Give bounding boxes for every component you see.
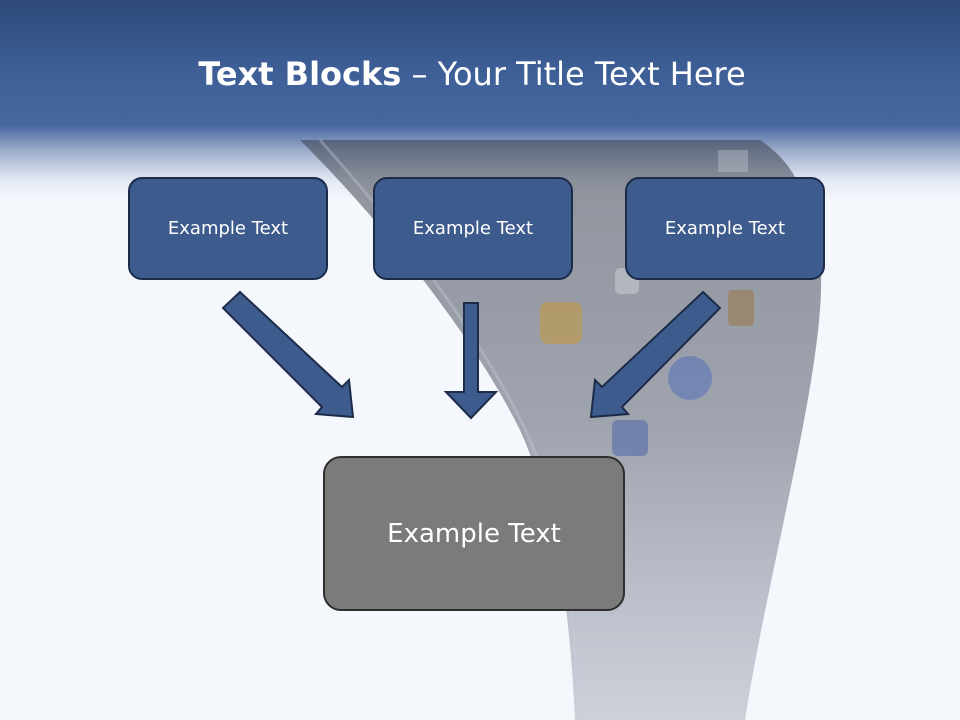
arrow-left-diagonal [221, 290, 355, 419]
result-block-label: Example Text [387, 518, 561, 549]
text-block-3: Example Text [625, 177, 825, 280]
arrow-right-diagonal [589, 290, 722, 419]
text-block-1-label: Example Text [167, 218, 289, 239]
title-rest: Your Title Text Here [437, 55, 746, 93]
text-block-2: Example Text [373, 177, 573, 280]
title-bold-part: Text Blocks [198, 55, 402, 93]
title-separator: – [401, 55, 438, 93]
arrow-center-down [443, 302, 499, 420]
result-block: Example Text [323, 456, 625, 611]
text-block-1: Example Text [128, 177, 328, 280]
text-block-2-label: Example Text [412, 218, 534, 239]
slide-title: Text Blocks – Your Title Text Here [0, 52, 944, 96]
text-block-3-label: Example Text [664, 218, 786, 239]
